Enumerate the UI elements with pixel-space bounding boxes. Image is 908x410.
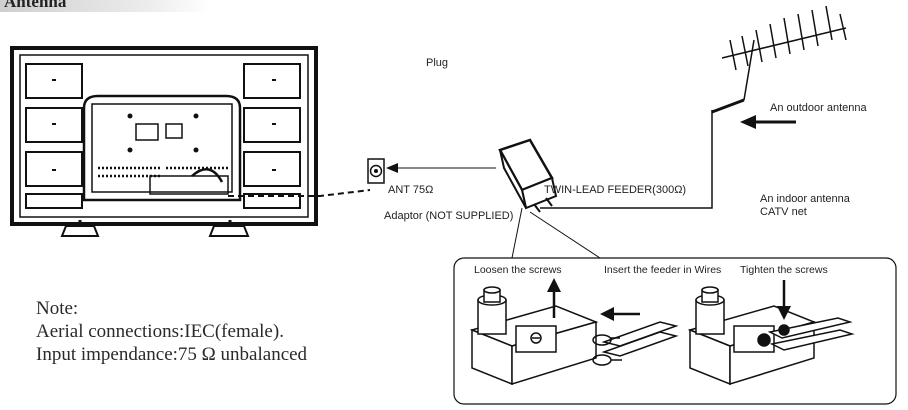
twin-lead-feeder <box>540 39 755 209</box>
section-title: Antenna <box>4 0 67 11</box>
tighten-arrow-icon <box>777 280 791 320</box>
adaptor-icon <box>498 138 558 213</box>
note-heading: Note: <box>36 298 79 319</box>
loosen-arrow-icon <box>547 278 561 318</box>
step-tighten-label: Tighten the screws <box>740 264 828 276</box>
ant-port-icon <box>367 158 385 184</box>
detail-leader-lines <box>511 207 601 259</box>
tv-rear-panel <box>10 46 318 237</box>
note-line-2: Input impendance:75 Ω unbalanced <box>36 344 308 365</box>
adaptor-label: Adaptor (NOT SUPPLIED) <box>384 210 514 222</box>
outdoor-antenna-label: An outdoor antenna <box>770 102 867 114</box>
step-loosen-label: Loosen the screws <box>474 264 562 276</box>
feeder-arrow <box>740 115 796 129</box>
insert-arrow-icon <box>600 307 640 321</box>
arrow-to-ant <box>386 163 496 173</box>
plug-label: Plug <box>426 57 449 69</box>
tighten-connector-icon <box>687 286 855 386</box>
loosen-connector-icon <box>469 286 599 386</box>
ant-port-label: ANT 75Ω <box>388 184 434 196</box>
feeder-wires-icon <box>592 321 679 366</box>
note-line-1: Aerial connections:IEC(female). <box>36 321 284 342</box>
section-header-bar <box>0 0 210 12</box>
catv-label: CATV net <box>760 206 807 218</box>
step-insert-label: Insert the feeder in Wires <box>604 264 722 276</box>
indoor-antenna-label: An indoor antenna <box>760 193 850 205</box>
twin-lead-label: TWIN-LEAD FEEDER(300Ω) <box>544 184 687 196</box>
dashed-cable <box>228 189 371 197</box>
outdoor-antenna-icon <box>721 5 847 71</box>
